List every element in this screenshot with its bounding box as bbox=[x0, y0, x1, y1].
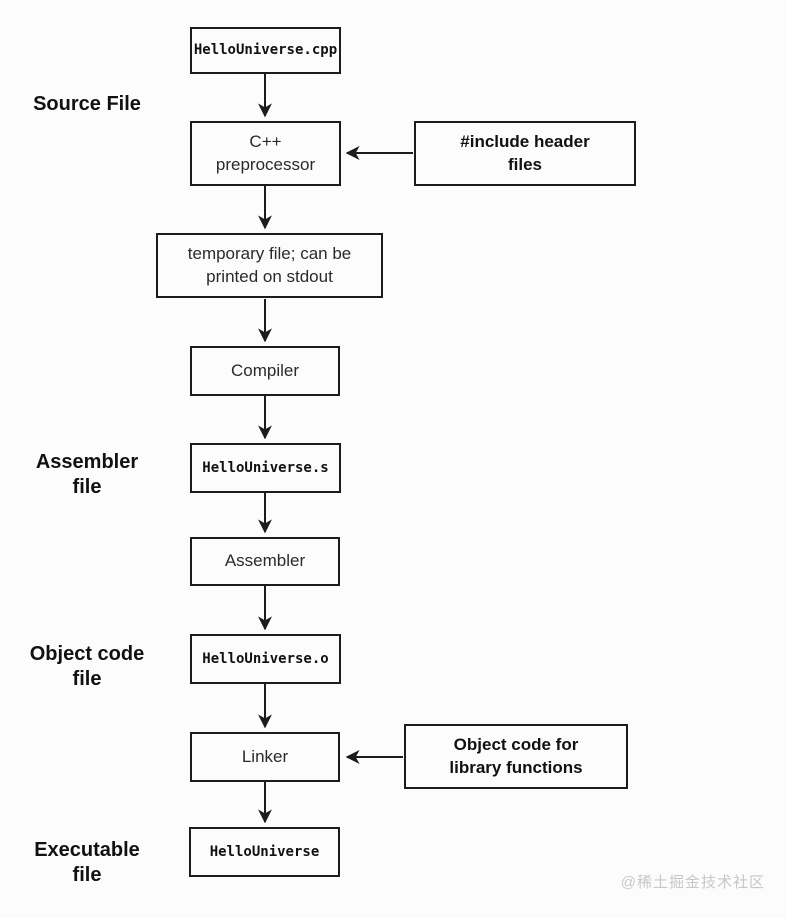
watermark-text: @稀土掘金技术社区 bbox=[620, 874, 765, 891]
stage-label-executable-file: Executable file bbox=[34, 839, 140, 886]
stage-label-assembler-file: Assembler file bbox=[35, 451, 139, 498]
stage-label-object-code-file: Object code file bbox=[29, 643, 145, 690]
flow-node-source-file: HelloUniverse.cpp bbox=[190, 27, 341, 74]
stage-label-source-file: Source File bbox=[33, 93, 141, 115]
flow-node-assembly-file: HelloUniverse.s bbox=[190, 443, 341, 493]
annotation-include-headers: #include header files bbox=[414, 121, 636, 186]
flow-node-linker: Linker bbox=[190, 732, 340, 782]
flow-node-object-file: HelloUniverse.o bbox=[190, 634, 341, 684]
flow-node-compiler: Compiler bbox=[190, 346, 340, 396]
flow-node-temp-file: temporary file; can be printed on stdout bbox=[156, 233, 383, 298]
annotation-object-library: Object code for library functions bbox=[404, 724, 628, 789]
flow-node-executable: HelloUniverse bbox=[189, 827, 340, 877]
flow-node-assembler: Assembler bbox=[190, 537, 340, 586]
flow-node-preprocessor: C++ preprocessor bbox=[190, 121, 341, 186]
